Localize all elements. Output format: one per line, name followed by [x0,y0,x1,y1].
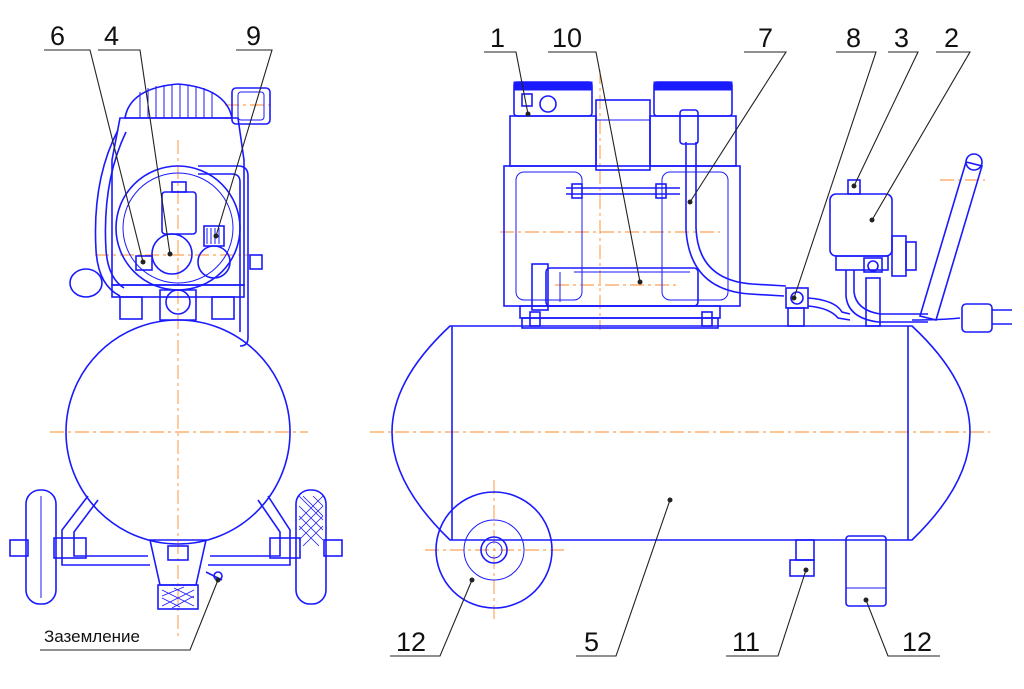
gauge-9 [197,245,231,279]
callout-2: 2 [944,23,959,53]
side-filter [231,87,271,125]
handle [918,161,984,321]
callout-12-left: 12 [396,627,426,657]
pump-base-side [519,305,721,319]
switch-body [161,191,197,235]
hose-7 [685,142,785,297]
hose-left [94,129,121,297]
fitting-8 [785,287,809,309]
wheel-left [25,489,57,605]
callout-7: 7 [758,23,773,53]
callout-1: 1 [490,23,505,53]
callout-11: 11 [732,627,760,657]
callout-3: 3 [894,23,909,53]
pump-base [111,284,245,298]
foot [845,535,887,607]
drain-11 [795,539,815,561]
callout-6: 6 [50,21,65,51]
center-lines [50,70,990,640]
side-wheel [435,491,553,609]
callout-12-right: 12 [902,627,932,657]
callout-10: 10 [552,23,582,53]
callout-5: 5 [584,627,599,657]
valve-6 [135,255,153,271]
end-view [9,83,343,610]
pressure-switch [829,193,893,257]
wheel-right [295,489,327,605]
drain-valve [157,584,199,610]
callout-9: 9 [246,21,261,51]
leg-left [61,495,150,566]
callout-4: 4 [104,21,119,51]
motor-fins [124,83,233,119]
leader-lines [40,49,971,657]
callout-8: 8 [846,23,861,53]
gauge-4 [151,233,193,275]
ground-label: Заземление [44,627,140,646]
callout-numbers: 6 4 9 1 10 7 8 3 2 Заземление 12 5 11 12 [44,21,959,657]
pipe-right [198,165,249,347]
plug [961,303,993,333]
leg-right [208,495,291,566]
power-cord [911,317,961,321]
side-view [391,81,1012,609]
side-view-tank [391,325,971,541]
